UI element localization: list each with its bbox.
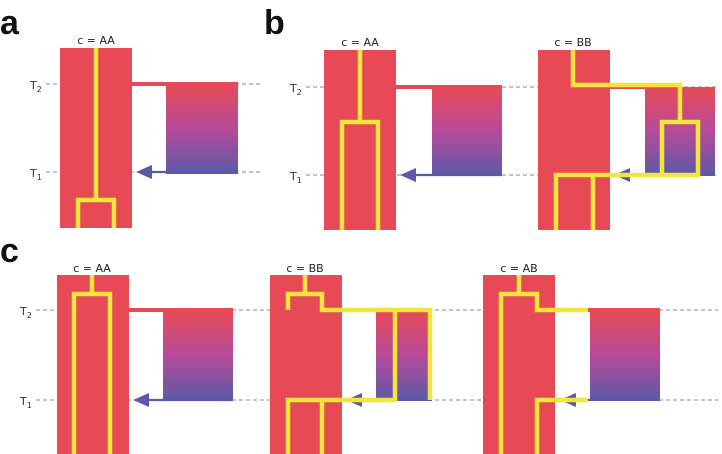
population-a-bar	[57, 275, 129, 454]
population-b-bar	[590, 310, 660, 401]
population-b-bar	[432, 87, 502, 176]
migration-arrow-head	[133, 393, 149, 407]
diagram-b-aa: c = AA	[324, 36, 502, 230]
t1-label-c: T1	[19, 395, 32, 410]
panel-b: b T2 T1 c = AA c = BB	[264, 4, 718, 230]
gene-lineage	[498, 275, 588, 454]
t2-label-a: T2	[29, 79, 42, 94]
migration-arrow-head	[136, 165, 152, 179]
coalescent-label: c = BB	[286, 262, 323, 275]
population-b-bar	[166, 84, 238, 174]
panel-letter-a: a	[0, 4, 20, 42]
gene-lineage	[71, 275, 113, 454]
panel-a: a T2 T1 c = AA	[0, 4, 262, 228]
t2-label-c: T2	[19, 305, 32, 320]
coalescent-label: c = AB	[500, 262, 537, 275]
population-b-bar	[163, 310, 233, 401]
gene-lineage	[553, 50, 701, 230]
diagram-c-aa: c = AA	[57, 262, 233, 454]
panel-c: c T2 T1 c = AA c = BB c = AB	[0, 232, 718, 454]
population-a-bar	[270, 275, 342, 454]
t1-label-b: T1	[289, 170, 302, 185]
panel-letter-c: c	[0, 232, 19, 270]
gene-lineage	[339, 50, 381, 230]
panel-letter-b: b	[264, 4, 285, 42]
t2-label-b: T2	[289, 82, 302, 97]
coalescent-label: c = AA	[77, 34, 115, 47]
diagram-b-bb: c = BB	[538, 36, 715, 230]
t1-label-a: T1	[29, 167, 42, 182]
coalescent-label: c = AA	[73, 262, 111, 275]
gene-lineage	[75, 48, 117, 228]
gene-lineage	[285, 275, 433, 454]
diagram-a-aa: c = AA	[60, 34, 238, 228]
coalescent-label: c = AA	[341, 36, 379, 49]
diagram-c-bb: c = BB	[270, 262, 433, 454]
population-b-bar	[376, 310, 432, 401]
coalescent-label: c = BB	[554, 36, 591, 49]
population-a-bar	[483, 275, 555, 454]
diagram-c-ab: c = AB	[483, 262, 660, 454]
migration-arrow-head	[400, 168, 416, 182]
